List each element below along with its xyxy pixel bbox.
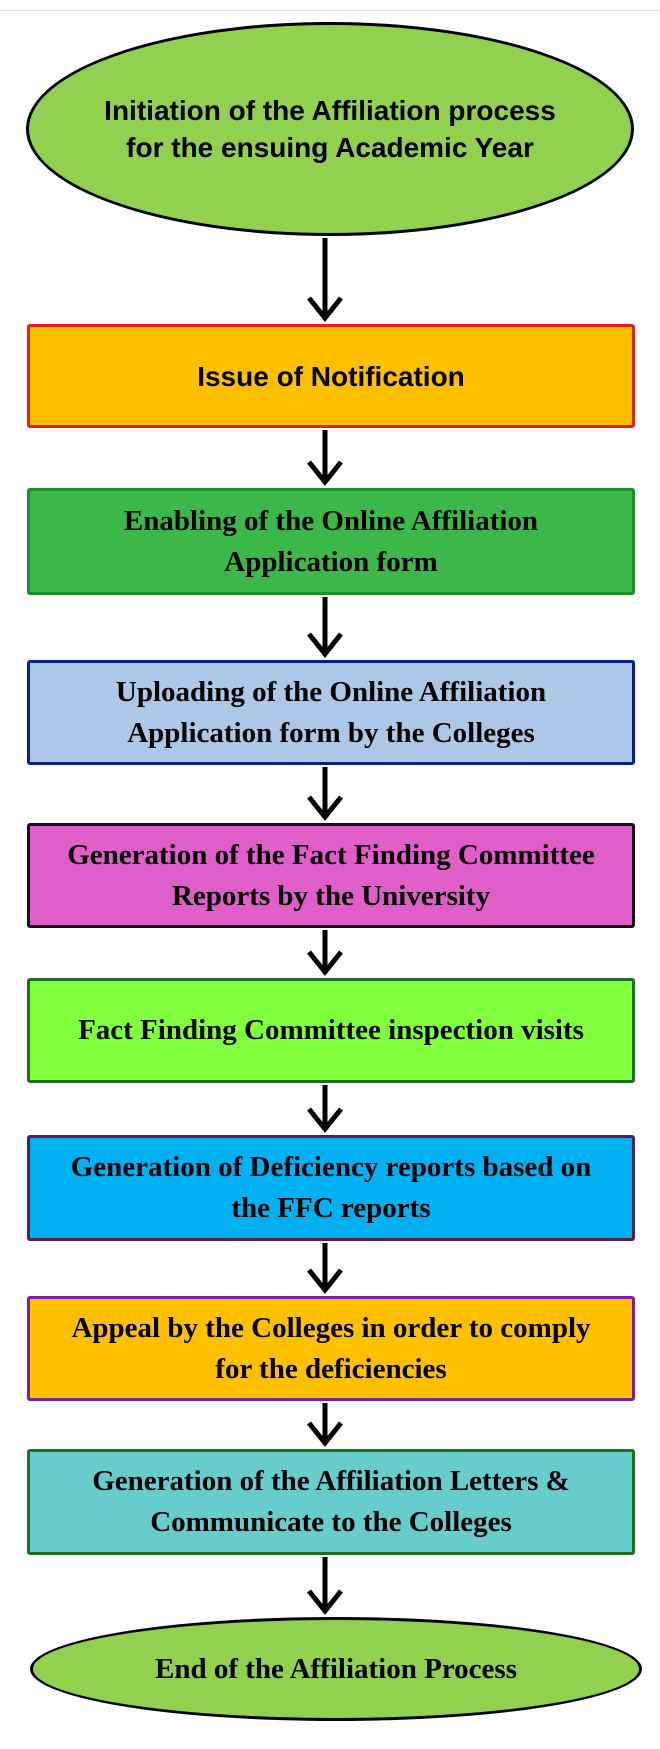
step-uploading-online-form: Uploading of the Online Affiliation Appl…	[27, 660, 635, 765]
arrow-down-icon	[307, 1085, 343, 1134]
arrow-down-icon	[307, 930, 343, 977]
step-text: Appeal by the Colleges in order to compl…	[71, 1311, 591, 1385]
arrow-down-icon	[307, 430, 343, 487]
step-deficiency-reports: Generation of Deficiency reports based o…	[27, 1135, 635, 1241]
arrow-down-icon	[307, 597, 343, 659]
start-ellipse-text: Initiation of the Affiliation process fo…	[104, 95, 556, 163]
arrow-down-icon	[307, 1243, 343, 1295]
step-text: Generation of the Fact Finding Committee…	[67, 838, 595, 912]
step-text: Generation of the Affiliation Letters & …	[92, 1465, 570, 1538]
arrow-down-icon	[307, 238, 343, 323]
step-appeal-by-colleges: Appeal by the Colleges in order to compl…	[27, 1296, 635, 1401]
arrow-down-icon	[307, 1557, 343, 1616]
arrow-down-icon	[307, 767, 343, 822]
step-text: Fact Finding Committee inspection visits	[78, 1014, 584, 1046]
step-enabling-online-form: Enabling of the Online Affiliation Appli…	[27, 488, 635, 595]
step-text: Enabling of the Online Affiliation Appli…	[123, 504, 539, 578]
step-text: Uploading of the Online Affiliation Appl…	[115, 675, 547, 749]
end-ellipse: End of the Affiliation Process	[30, 1617, 642, 1721]
step-text: Issue of Notification	[197, 360, 465, 392]
step-affiliation-letters: Generation of the Affiliation Letters & …	[27, 1449, 635, 1555]
step-issue-of-notification: Issue of Notification	[27, 324, 635, 428]
top-divider	[0, 10, 660, 11]
step-text: Generation of Deficiency reports based o…	[70, 1151, 592, 1224]
end-ellipse-text: End of the Affiliation Process	[155, 1652, 517, 1685]
arrow-down-icon	[307, 1403, 343, 1448]
step-ffc-inspection-visits: Fact Finding Committee inspection visits	[27, 978, 635, 1083]
step-generation-ffc-reports: Generation of the Fact Finding Committee…	[27, 823, 635, 928]
start-ellipse: Initiation of the Affiliation process fo…	[26, 22, 634, 236]
